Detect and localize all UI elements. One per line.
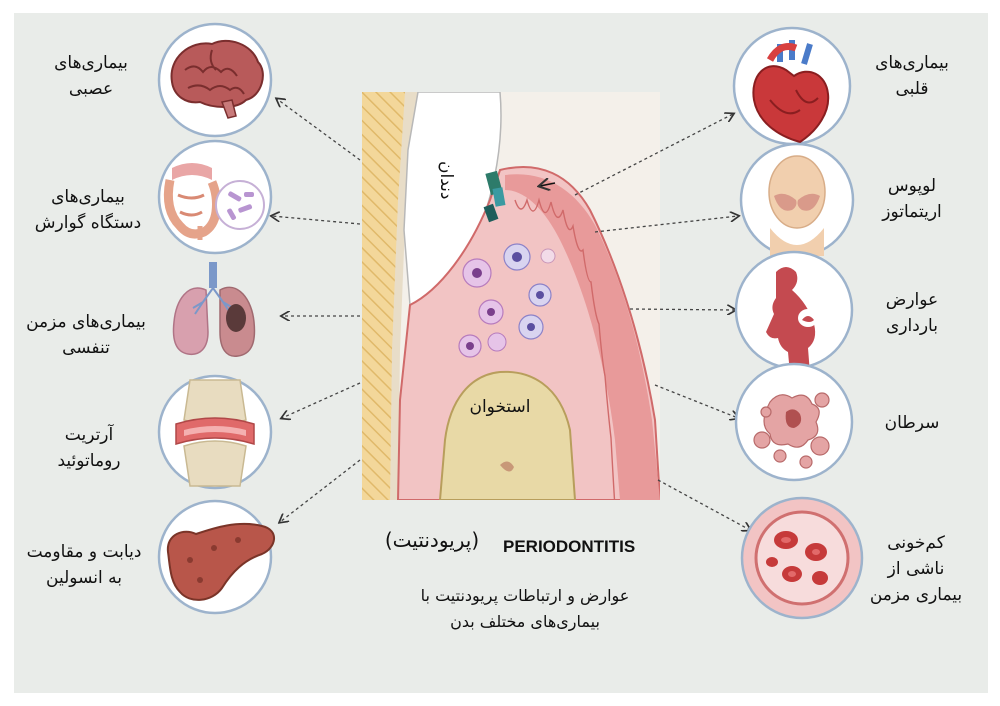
arrow-to-digestive bbox=[272, 216, 361, 225]
condition-label-cancer: سرطان bbox=[862, 410, 962, 436]
periodontal-cross-section bbox=[362, 92, 660, 500]
label-line: بیماری مزمن bbox=[869, 585, 963, 605]
brain-icon bbox=[157, 22, 273, 138]
label-line: تنفسی bbox=[62, 338, 110, 358]
pregnancy-icon bbox=[734, 250, 854, 374]
bone-label: استخوان bbox=[469, 397, 531, 417]
label-line: اریتماتوز bbox=[882, 202, 942, 222]
label-line: بارداری bbox=[886, 316, 938, 336]
digestive-system-icon bbox=[157, 139, 273, 255]
label-line: سرطان bbox=[884, 413, 940, 433]
epithelial-rete-pegs bbox=[514, 197, 616, 500]
arrow-to-pancreas bbox=[280, 459, 361, 522]
label-line: بیماری‌های bbox=[54, 53, 128, 73]
red-blood-cells-icon bbox=[740, 496, 864, 620]
caption-line: عوارض و ارتباطات پریودنتیت با bbox=[420, 586, 630, 605]
label-line: عوارض bbox=[885, 290, 939, 310]
connector-arrows bbox=[272, 99, 750, 530]
gum-outer-epithelium bbox=[505, 174, 660, 500]
label-line: بیماری‌های bbox=[875, 53, 949, 73]
condition-label-respiratory: بیماری‌های مزمن تنفسی bbox=[16, 309, 156, 361]
title-persian: (پریودنتیت) bbox=[384, 528, 480, 552]
arrow-to-cancer bbox=[654, 384, 738, 418]
label-line: آرتریت bbox=[64, 425, 114, 445]
arrow-to-blood-cells bbox=[657, 479, 750, 530]
alveolar-bone bbox=[438, 370, 577, 500]
label-line: کم‌خونی bbox=[887, 533, 945, 553]
condition-label-pregnancy: عوارض بارداری bbox=[862, 287, 962, 339]
diagram-caption: عوارض و ارتباطات پریودنتیت با بیماری‌های… bbox=[380, 583, 670, 635]
arrow-to-brain bbox=[277, 99, 361, 161]
label-line: عصبی bbox=[68, 79, 114, 99]
label-line: دستگاه گوارش bbox=[34, 213, 142, 233]
cancer-cells-icon bbox=[734, 362, 854, 482]
condition-label-cardiovascular: بیماری‌های قلبی bbox=[862, 50, 962, 102]
joint-icon bbox=[157, 374, 273, 490]
tissue-invasion-arrow bbox=[540, 183, 556, 186]
bone-marrow-spot bbox=[500, 461, 514, 472]
title-english: PERIODONTITIS bbox=[503, 537, 636, 556]
condition-label-rheumatoid-arthritis: آرتریت روماتوئید bbox=[34, 422, 144, 474]
label-line: ناشی از bbox=[887, 559, 945, 579]
lungs-icon bbox=[172, 262, 256, 357]
plaque-bacteria bbox=[483, 170, 506, 223]
arrow-to-joint bbox=[282, 382, 361, 418]
condition-label-anemia: کم‌خونی ناشی از بیماری مزمن bbox=[856, 530, 976, 608]
periodontal-ligament bbox=[390, 92, 418, 500]
label-line: دیابت و مقاومت bbox=[26, 542, 142, 562]
label-line: بیماری‌های مزمن bbox=[26, 312, 146, 332]
tooth-label: دندان bbox=[436, 160, 456, 200]
immune-cells bbox=[458, 243, 556, 358]
pancreas-icon bbox=[157, 499, 275, 615]
label-line: روماتوئید bbox=[57, 451, 121, 471]
label-line: لوپوس bbox=[887, 176, 937, 196]
condition-label-neurological: بیماری‌های عصبی bbox=[36, 50, 146, 102]
label-line: قلبی bbox=[895, 79, 929, 99]
condition-label-diabetes: دیابت و مقاومت به انسولین bbox=[14, 539, 154, 591]
caption-line: بیماری‌های مختلف بدن bbox=[450, 612, 600, 631]
condition-label-digestive: بیماری‌های دستگاه گوارش bbox=[20, 184, 156, 236]
heart-icon bbox=[732, 26, 852, 146]
label-line: بیماری‌های bbox=[51, 187, 125, 207]
lupus-face-icon bbox=[739, 142, 855, 258]
label-line: به انسولین bbox=[46, 568, 122, 588]
condition-label-lupus: لوپوس اریتماتوز bbox=[862, 173, 962, 225]
